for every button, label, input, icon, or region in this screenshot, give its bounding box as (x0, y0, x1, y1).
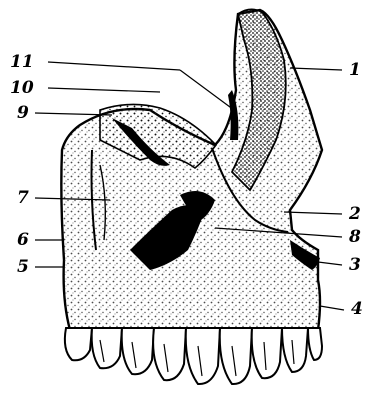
tooth (282, 328, 308, 372)
leader-line-11 (48, 62, 180, 70)
label-7: 7 (17, 189, 29, 207)
label-10: 10 (10, 79, 34, 97)
label-4: 4 (351, 300, 363, 318)
leader-line-3 (318, 262, 342, 265)
tooth (252, 328, 282, 378)
label-5: 5 (17, 258, 29, 276)
leader-line-2 (284, 212, 342, 214)
label-1: 1 (349, 61, 361, 79)
teeth-row (65, 328, 322, 384)
leader-line-4 (320, 306, 344, 310)
tooth (65, 328, 92, 360)
tooth (122, 328, 154, 374)
label-3: 3 (349, 256, 361, 274)
leader-line-1 (290, 68, 342, 70)
tooth (308, 328, 322, 360)
label-8: 8 (349, 228, 361, 246)
label-9: 9 (17, 104, 29, 122)
label-2: 2 (349, 205, 361, 223)
label-6: 6 (17, 231, 29, 249)
tooth (153, 328, 186, 380)
leader-line-10 (48, 88, 160, 92)
label-11: 11 (10, 53, 34, 71)
tooth (186, 328, 220, 384)
tooth (92, 328, 122, 368)
